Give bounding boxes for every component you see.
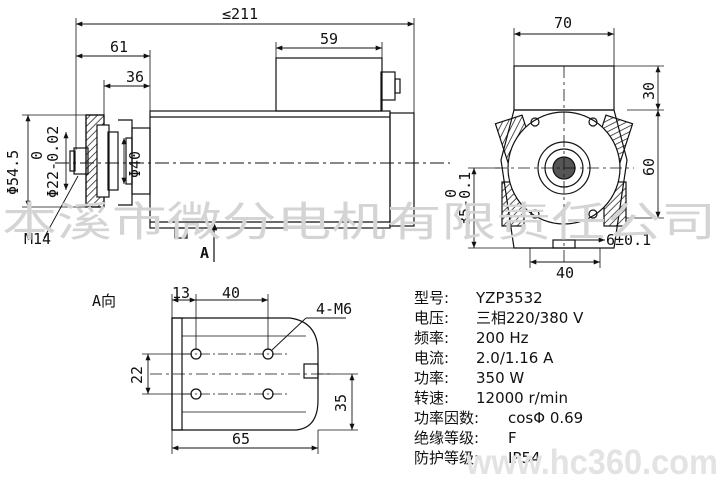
spec-power-factor-label: 功率因数:: [414, 409, 479, 427]
label-length-61: 61: [110, 38, 128, 56]
spec-model-value: YZP3532: [475, 289, 543, 307]
label-a-40: 40: [222, 284, 240, 302]
bolt-bl: [530, 209, 540, 219]
spec-voltage-value: 三相220/380 V: [476, 309, 584, 327]
bolt-br: [588, 209, 598, 219]
spec-insulation-label: 绝缘等级:: [414, 429, 479, 447]
spec-current-value: 2.0/1.16 A: [476, 349, 554, 367]
bolt-tr: [588, 117, 598, 127]
label-end-tol-upper: 0: [442, 189, 460, 198]
label-a-65: 65: [232, 430, 250, 448]
side-view: [22, 18, 450, 262]
label-view-arrow: A: [200, 244, 209, 262]
watermark-company: 本溪市微分电机有限责任公司: [2, 198, 716, 246]
plate-notch: [303, 363, 319, 379]
terminal-box: [275, 57, 383, 112]
spec-speed-value: 12000 r/min: [476, 389, 568, 407]
label-tol-upper: 0: [28, 151, 46, 160]
spec-power-label: 功率:: [414, 369, 449, 387]
cable-gland: [380, 71, 396, 101]
watermark-site: www.hc360.com: [465, 443, 718, 482]
label-a-22: 22: [128, 366, 146, 384]
bolt-tl: [530, 117, 540, 127]
spec-list: 型号: YZP3532 电压: 三相220/380 V 频率: 200 Hz 电…: [414, 289, 584, 467]
shaft-nut: [73, 147, 89, 175]
label-dia-40: Φ40: [126, 151, 144, 178]
pulley-outline: [85, 114, 105, 208]
label-length-36: 36: [126, 68, 144, 86]
end-body: [500, 109, 628, 249]
spec-insulation-value: F: [508, 429, 517, 447]
label-thread: M14: [24, 230, 51, 248]
label-end-60: 60: [640, 158, 658, 176]
rear-cap: [389, 112, 415, 227]
spec-current-label: 电流:: [414, 349, 449, 367]
spec-protection-label: 防护等级:: [414, 449, 479, 467]
nut-end: [69, 150, 76, 172]
label-a-35: 35: [332, 394, 350, 412]
spec-power-value: 350 W: [476, 369, 524, 387]
label-dia-54-5: Φ54.5: [4, 150, 22, 195]
mount-foot: [174, 227, 188, 239]
label-a-13: 13: [172, 284, 190, 302]
leader-4m6: [271, 317, 307, 351]
spec-speed-label: 转速:: [414, 389, 449, 407]
label-dia-22: Φ22-0.02: [44, 126, 62, 198]
a-view: [142, 294, 358, 454]
spec-voltage-label: 电压:: [414, 309, 449, 327]
gland-nut: [394, 78, 401, 94]
end-key-slot: [552, 239, 576, 249]
spec-power-factor-value: cosΦ 0.69: [508, 409, 583, 427]
leader-m14: [43, 175, 79, 239]
label-end-40: 40: [556, 264, 574, 282]
label-end-35: 35-0.1: [456, 172, 474, 226]
label-end-slot: 6±0.1: [606, 231, 651, 249]
label-a-holes: 4-M6: [316, 300, 352, 318]
spec-model-label: 型号:: [414, 289, 449, 307]
hub: [96, 124, 110, 198]
spec-frequency-value: 200 Hz: [476, 329, 529, 347]
shaft: [107, 131, 119, 191]
spec-frequency-label: 频率:: [414, 329, 449, 347]
label-end-30: 30: [640, 82, 658, 100]
label-a-view-title: A向: [92, 292, 116, 310]
end-view: [468, 28, 664, 268]
spec-protection-value: IP54: [508, 449, 541, 467]
label-end-width: 70: [554, 14, 572, 32]
label-terminal-box: 59: [320, 30, 338, 48]
label-overall-length: ≤211: [222, 5, 258, 23]
